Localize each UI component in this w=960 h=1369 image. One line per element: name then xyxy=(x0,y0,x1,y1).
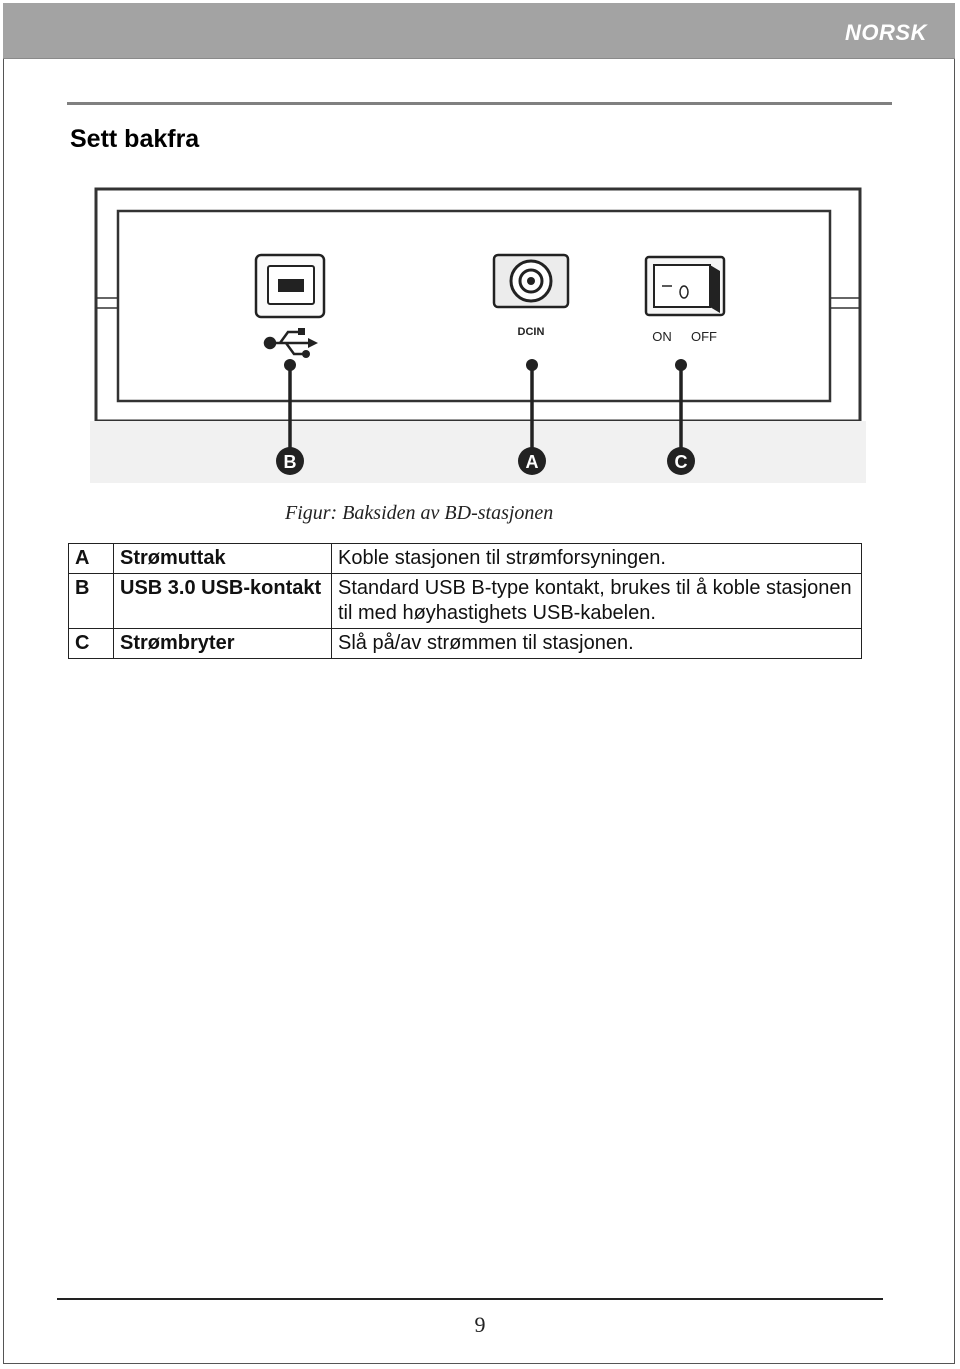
callout-c-label: C xyxy=(675,452,688,472)
callout-b-label: B xyxy=(284,452,297,472)
callout-leader-b xyxy=(284,359,296,451)
callout-a-label: A xyxy=(526,452,539,472)
legend-row: B USB 3.0 USB-kontakt Standard USB B-typ… xyxy=(68,573,862,629)
legend-row: C Strømbryter Slå på/av strømmen til sta… xyxy=(68,628,862,659)
legend-key: B xyxy=(68,573,114,629)
dc-in-label: DCIN xyxy=(518,326,545,338)
legend-name: Strømbryter xyxy=(113,628,332,659)
usb-b-port-icon xyxy=(254,253,326,319)
power-switch-icon xyxy=(644,255,726,317)
legend-key: A xyxy=(68,543,114,574)
footer-rule xyxy=(57,1298,883,1300)
top-rule xyxy=(67,102,892,105)
callout-leader-c xyxy=(675,359,687,451)
callout-badge-c xyxy=(667,447,695,475)
rear-panel-illustration: DCIN ON OFF B A C xyxy=(90,187,866,483)
legend-description: Koble stasjonen til strømforsyningen. xyxy=(331,543,862,574)
rear-panel-figure: DCIN ON OFF B A C xyxy=(90,183,866,483)
legend-description: Standard USB B-type kontakt, brukes til … xyxy=(331,573,862,629)
usb-symbol-icon xyxy=(263,328,318,358)
legend-name: USB 3.0 USB-kontakt xyxy=(113,573,332,629)
legend-table: A Strømuttak Koble stasjonen til strømfo… xyxy=(68,543,862,659)
legend-name: Strømuttak xyxy=(113,543,332,574)
callout-badge-a xyxy=(518,447,546,475)
page-number: 9 xyxy=(474,1312,486,1337)
header-bar: NORSK xyxy=(3,3,955,59)
legend-row: A Strømuttak Koble stasjonen til strømfo… xyxy=(68,543,862,574)
callout-badge-b xyxy=(276,447,304,475)
figure-caption: Figur: Baksiden av BD-stasjonen xyxy=(285,502,554,524)
language-label: NORSK xyxy=(845,20,927,45)
legend-description: Slå på/av strømmen til stasjonen. xyxy=(331,628,862,659)
switch-off-label: OFF xyxy=(691,329,717,344)
floor-shadow xyxy=(90,421,866,483)
dc-in-jack-icon xyxy=(492,253,570,309)
section-title: Sett bakfra xyxy=(70,125,200,153)
legend-key: C xyxy=(68,628,114,659)
callout-leader-a xyxy=(526,359,538,451)
switch-on-label: ON xyxy=(652,329,672,344)
